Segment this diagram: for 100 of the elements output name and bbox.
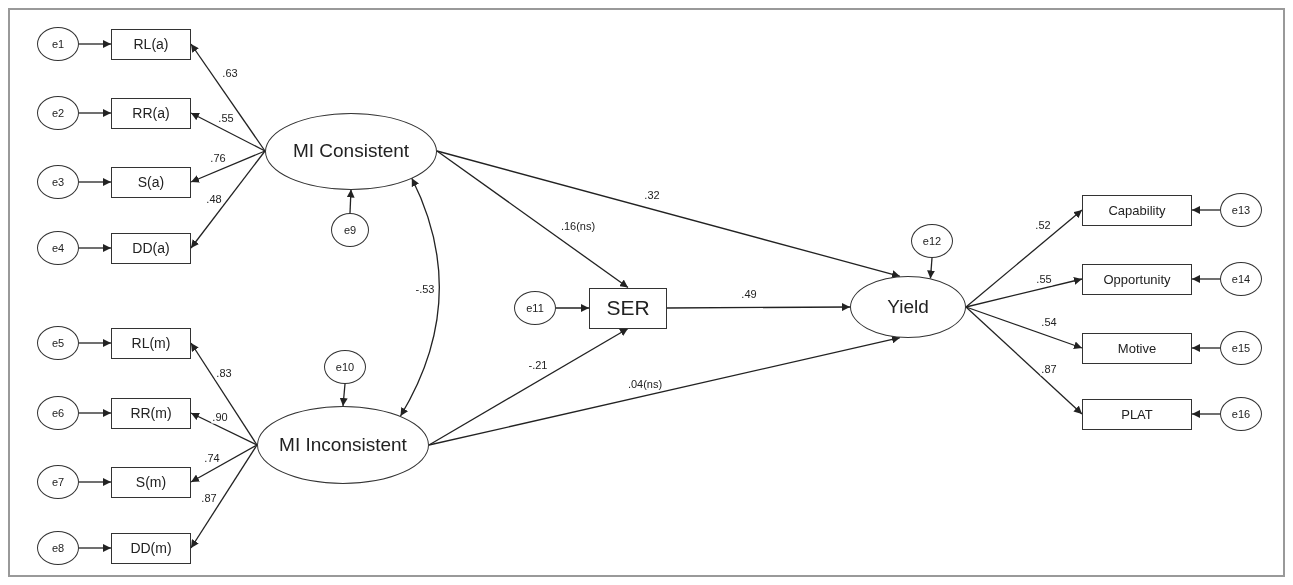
edge-label: .16(ns) [559, 219, 597, 233]
edge-label: .04(ns) [626, 377, 664, 391]
variable-name: e15 [1231, 342, 1251, 354]
path-arrow [965, 306, 1083, 350]
path-arrow [1191, 410, 1221, 418]
variable-name: e13 [1231, 204, 1251, 216]
error-term-ellipse [37, 165, 79, 199]
variable-name: MI Inconsistent [279, 434, 407, 456]
edge-label: .49 [740, 287, 758, 301]
variable-name: e12 [922, 235, 942, 247]
path-arrow [339, 383, 348, 407]
variable-name: DD(a) [132, 240, 170, 256]
error-term-ellipse [37, 96, 79, 130]
error-term-ellipse [1220, 262, 1262, 296]
observed-variable-box [111, 327, 191, 359]
edge-label: .48 [205, 192, 223, 206]
edge-label: .54 [1040, 315, 1058, 329]
error-term-ellipse [1220, 331, 1262, 365]
error-term-ellipse [324, 350, 366, 384]
edge-label: .52 [1034, 218, 1052, 232]
path-arrow [965, 277, 1083, 308]
variable-name: Capability [1108, 202, 1166, 218]
path-arrow [436, 150, 629, 289]
observed-variable-box [111, 166, 191, 198]
edge-label: .63 [221, 66, 239, 80]
variable-name: SER [606, 296, 650, 320]
error-term-ellipse [1220, 193, 1262, 227]
path-arrow [78, 409, 112, 417]
edge-label: .32 [643, 188, 661, 202]
path-arrow [1191, 344, 1221, 352]
variable-name: Opportunity [1103, 271, 1171, 287]
variable-name: RR(a) [132, 105, 170, 121]
observed-variable-box [111, 532, 191, 564]
error-term-ellipse [37, 396, 79, 430]
variable-name: Motive [1117, 340, 1157, 356]
variable-name: S(a) [137, 174, 165, 190]
path-arrow [1191, 206, 1221, 214]
observed-variable-box [111, 97, 191, 129]
path-arrow [78, 544, 112, 552]
variable-name: MI Consistent [292, 140, 410, 162]
variable-name: e16 [1231, 408, 1251, 420]
edge-label: .55 [217, 111, 235, 125]
path-arrow [190, 444, 258, 549]
error-term-ellipse [1220, 397, 1262, 431]
variable-name: DD(m) [130, 540, 172, 556]
path-arrow [190, 342, 258, 446]
error-term-ellipse [37, 326, 79, 360]
path-arrow [965, 306, 1083, 415]
edge-label: .74 [203, 451, 221, 465]
variable-name: e14 [1231, 273, 1251, 285]
edge-label: -.21 [527, 358, 549, 372]
observed-variable-box [111, 466, 191, 498]
observed-variable-box [111, 232, 191, 264]
error-term-ellipse [37, 231, 79, 265]
path-arrow [78, 478, 112, 486]
variable-name: e11 [526, 302, 544, 314]
variable-name: e3 [51, 176, 65, 188]
variable-name: RL(m) [131, 335, 171, 351]
edge-label: .87 [1040, 362, 1058, 376]
path-arrow [190, 112, 266, 152]
path-arrow [927, 257, 936, 280]
path-arrow [190, 412, 258, 446]
path-arrow [428, 327, 629, 446]
variable-name: RL(a) [133, 36, 169, 52]
path-arrow [190, 43, 266, 152]
path-arrow [78, 109, 112, 117]
error-term-ellipse [37, 465, 79, 499]
path-arrow [78, 178, 112, 186]
error-term-ellipse [331, 213, 369, 247]
edge-label: .83 [215, 366, 233, 380]
error-term-ellipse [37, 531, 79, 565]
observed-variable-box [1082, 332, 1192, 364]
observed-variable-box [111, 397, 191, 429]
path-arrow [190, 150, 266, 183]
variable-name: e5 [51, 337, 65, 349]
path-arrow [965, 209, 1083, 308]
path-arrow [190, 150, 266, 249]
observed-variable-box [1082, 398, 1192, 430]
observed-variable-box [1082, 263, 1192, 295]
path-arrow [1191, 275, 1221, 283]
variable-name: e6 [51, 407, 65, 419]
path-arrow [666, 303, 851, 312]
variable-name: PLAT [1121, 406, 1153, 422]
edge-label: .55 [1035, 272, 1053, 286]
path-arrow [78, 244, 112, 252]
path-arrow [555, 304, 590, 312]
observed-variable-box [589, 287, 667, 329]
error-term-ellipse [514, 291, 556, 325]
variable-name: e2 [51, 107, 65, 119]
variable-name: e8 [51, 542, 65, 554]
correlation-arrow [399, 177, 440, 417]
path-arrow [346, 188, 355, 214]
edge-label: .90 [211, 410, 229, 424]
error-term-ellipse [37, 27, 79, 61]
path-arrow [78, 339, 112, 347]
variable-name: e9 [343, 224, 357, 236]
path-arrow [190, 444, 258, 483]
edge-label: .76 [209, 151, 227, 165]
variable-name: e4 [51, 242, 65, 254]
edge-label: .87 [200, 491, 218, 505]
